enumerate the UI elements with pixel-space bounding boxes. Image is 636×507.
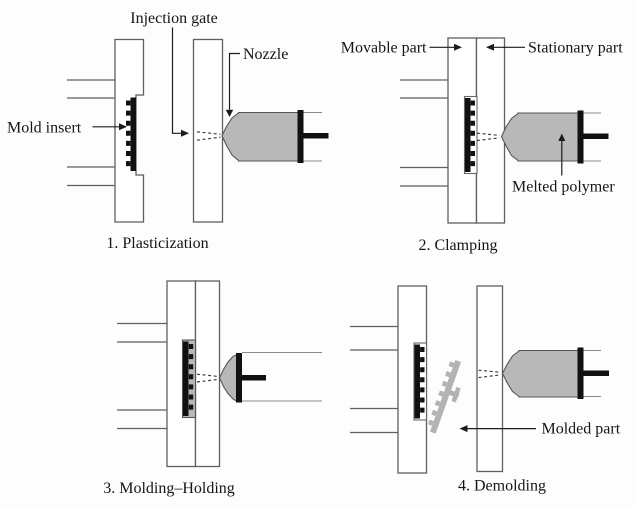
panel-3-molding-holding: 3. Molding–Holding bbox=[103, 280, 322, 497]
mold-insert bbox=[183, 341, 189, 416]
stationary-platen bbox=[475, 37, 506, 224]
piston-rod bbox=[583, 133, 609, 139]
movable-platen bbox=[114, 38, 145, 223]
molded-part bbox=[426, 359, 462, 434]
label-movable-part: Movable part bbox=[341, 40, 427, 57]
molded-part-teeth bbox=[426, 361, 455, 429]
mold-insert bbox=[130, 97, 136, 171]
label-mold-insert: Mold insert bbox=[7, 120, 82, 137]
arrow-left-icon bbox=[486, 43, 494, 51]
label-injection-gate: Injection gate bbox=[130, 10, 218, 27]
injection-gate-channel bbox=[478, 369, 501, 373]
stationary-platen bbox=[476, 285, 504, 473]
arrow-right-icon bbox=[181, 129, 189, 137]
injection-gate-channel bbox=[196, 373, 219, 377]
panel-2-clamping: Movable part Stationary part Melted poly… bbox=[341, 37, 623, 254]
injection-gate-channel bbox=[196, 136, 221, 141]
label-stationary-part: Stationary part bbox=[528, 40, 623, 57]
label-nozzle: Nozzle bbox=[243, 46, 288, 63]
stationary-platen bbox=[192, 38, 224, 223]
nozzle-body bbox=[500, 112, 580, 162]
caption-step-4: 4. Demolding bbox=[458, 478, 546, 495]
molded-part-body bbox=[429, 359, 462, 434]
piston bbox=[297, 110, 304, 163]
caption-step-2: 2. Clamping bbox=[418, 237, 497, 254]
arrow-up-icon bbox=[558, 133, 566, 141]
caption-step-3: 3. Molding–Holding bbox=[103, 480, 235, 497]
arrow-right-icon bbox=[454, 43, 462, 51]
mold-insert bbox=[414, 344, 420, 419]
arrow-left-icon bbox=[459, 425, 468, 433]
piston-rod bbox=[583, 370, 609, 376]
label-melted-polymer: Melted polymer bbox=[512, 179, 615, 196]
panel-4-demolding: Molded part 4. Demolding bbox=[350, 285, 621, 495]
molded-part-sprue bbox=[451, 386, 461, 403]
nozzle-tip bbox=[218, 354, 238, 402]
injection-gate-channel bbox=[478, 374, 501, 379]
nozzle-body bbox=[221, 111, 301, 162]
arrow-down-icon bbox=[225, 109, 234, 117]
injection-gate-channel bbox=[476, 137, 500, 142]
piston-rod bbox=[303, 133, 329, 139]
stationary-platen bbox=[194, 280, 221, 468]
nozzle-body bbox=[501, 349, 580, 398]
leader-line-nozzle bbox=[228, 52, 240, 110]
label-molded-part: Molded part bbox=[542, 421, 621, 438]
piston-rod bbox=[242, 375, 266, 381]
piston bbox=[577, 347, 584, 399]
piston-forward bbox=[236, 353, 242, 403]
injection-gate-channel bbox=[196, 131, 221, 135]
injection-gate-channel bbox=[476, 132, 500, 136]
arrow-right-icon bbox=[119, 123, 127, 131]
caption-step-1: 1. Plasticization bbox=[106, 235, 208, 252]
mold-insert bbox=[465, 98, 471, 172]
injection-gate-channel bbox=[196, 378, 219, 383]
piston bbox=[577, 110, 584, 164]
panel-1-plasticization: Injection gate Nozzle Mold insert 1. Pla… bbox=[7, 10, 329, 252]
leader-line-injection-gate bbox=[171, 27, 182, 134]
